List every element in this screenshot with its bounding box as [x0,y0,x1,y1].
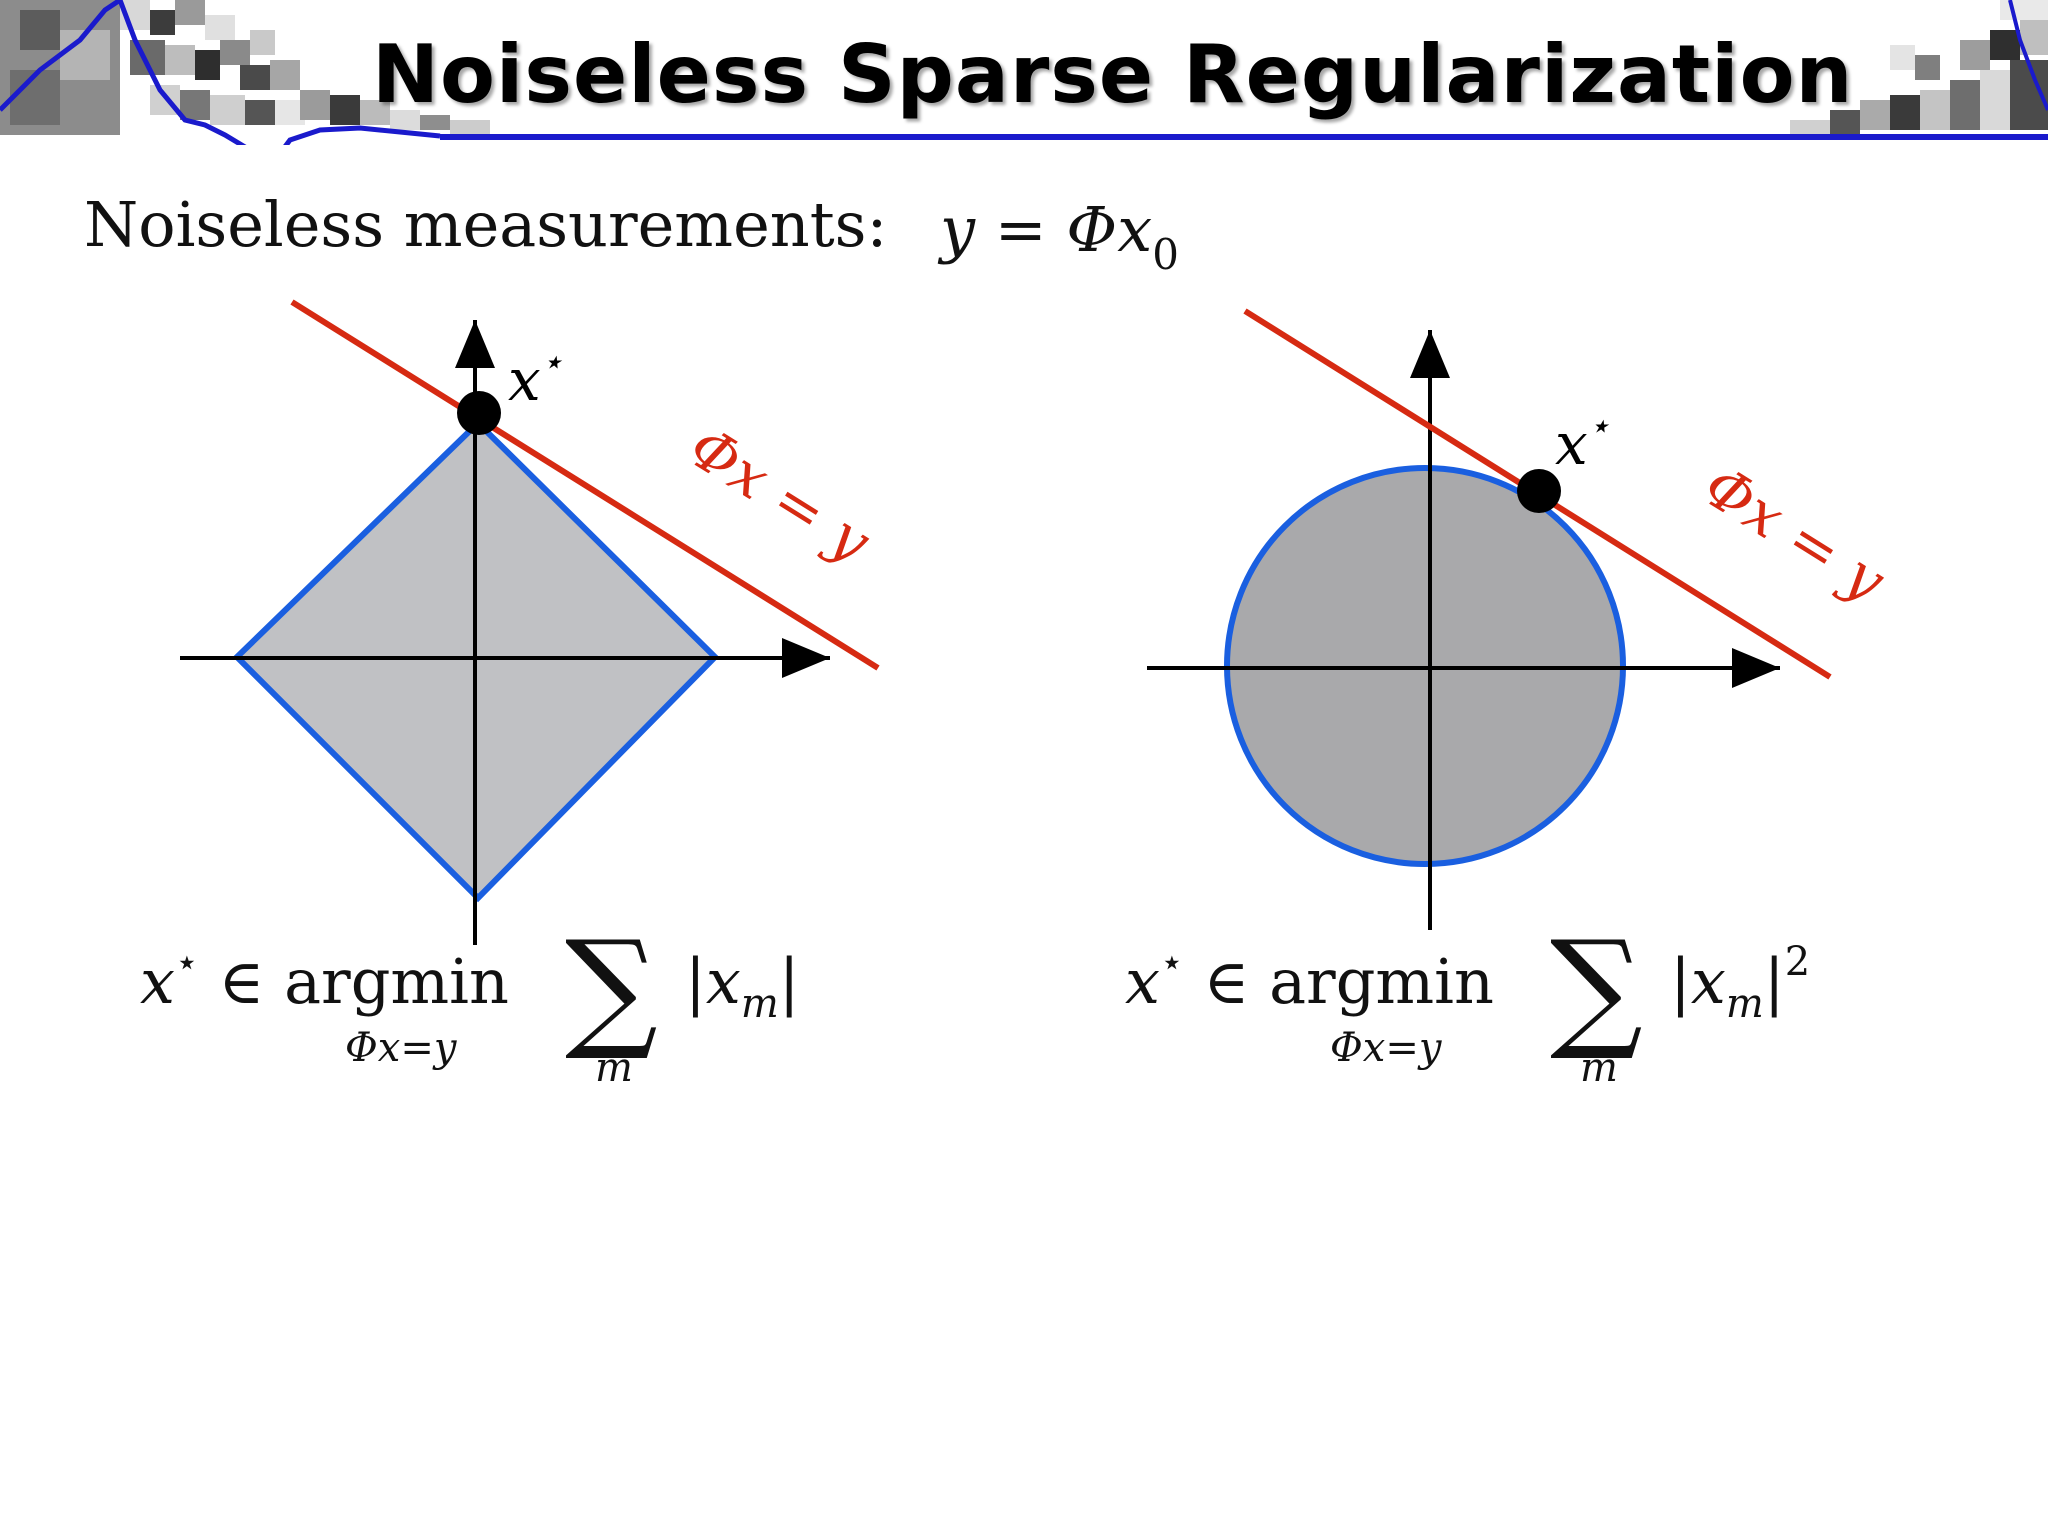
l1-diagram: x⋆ Φx = y [180,299,883,945]
l1-formula-term: |xm| [685,945,800,1027]
l1-formula-star: ⋆ [174,940,199,984]
l1-solution-point [457,391,501,435]
l2-solution-label: x⋆ [1555,406,1610,478]
l2-formula-term: |xm|2 [1670,939,1811,1027]
l1-constraint-line [290,299,880,671]
l2-formula: x⋆ ∈ argmin Φx=y ∑ m |xm|2 [1125,923,1885,1105]
l1-formula: x⋆ ∈ argmin Φx=y ∑ m |xm| [140,923,840,1105]
l2-formula-sum: ∑ [1550,912,1643,1064]
l1-formula-argmin: ∈ argmin [218,945,509,1018]
l1-formula-sum: ∑ [565,912,658,1064]
measurements-equation-subscript: 0 [1152,230,1179,279]
slide-title: Noiseless Sparse Regularization [372,28,1854,121]
header-curve-right [2008,0,2048,111]
l2-formula-x: x [1125,945,1160,1018]
l2-formula-argmin: ∈ argmin [1203,945,1494,1018]
l1-formula-x: x [140,945,175,1018]
header-curve [0,0,441,145]
slide-header: Noiseless Sparse Regularization [0,0,2048,145]
l1-constraint-label: Φx = y [677,413,882,577]
measurements-label: Noiseless measurements: [84,188,888,261]
l2-diagram: x⋆ Φx = y [1147,308,1897,930]
l2-constraint-label: Φx = y [1692,452,1897,616]
l2-solution-point [1517,469,1561,513]
l1-formula-sum-index: m [595,1045,633,1091]
measurements-equation-main: y = Φx [940,193,1153,266]
measurements-equation: y = Φx0 [940,193,1179,279]
l2-formula-sum-index: m [1580,1045,1618,1091]
l2-formula-star: ⋆ [1159,940,1184,984]
l2-formula-constraint: Φx=y [1330,1025,1442,1071]
header-decoration [0,0,2048,145]
l1-solution-label: x⋆ [508,342,563,414]
l1-formula-constraint: Φx=y [345,1025,457,1071]
